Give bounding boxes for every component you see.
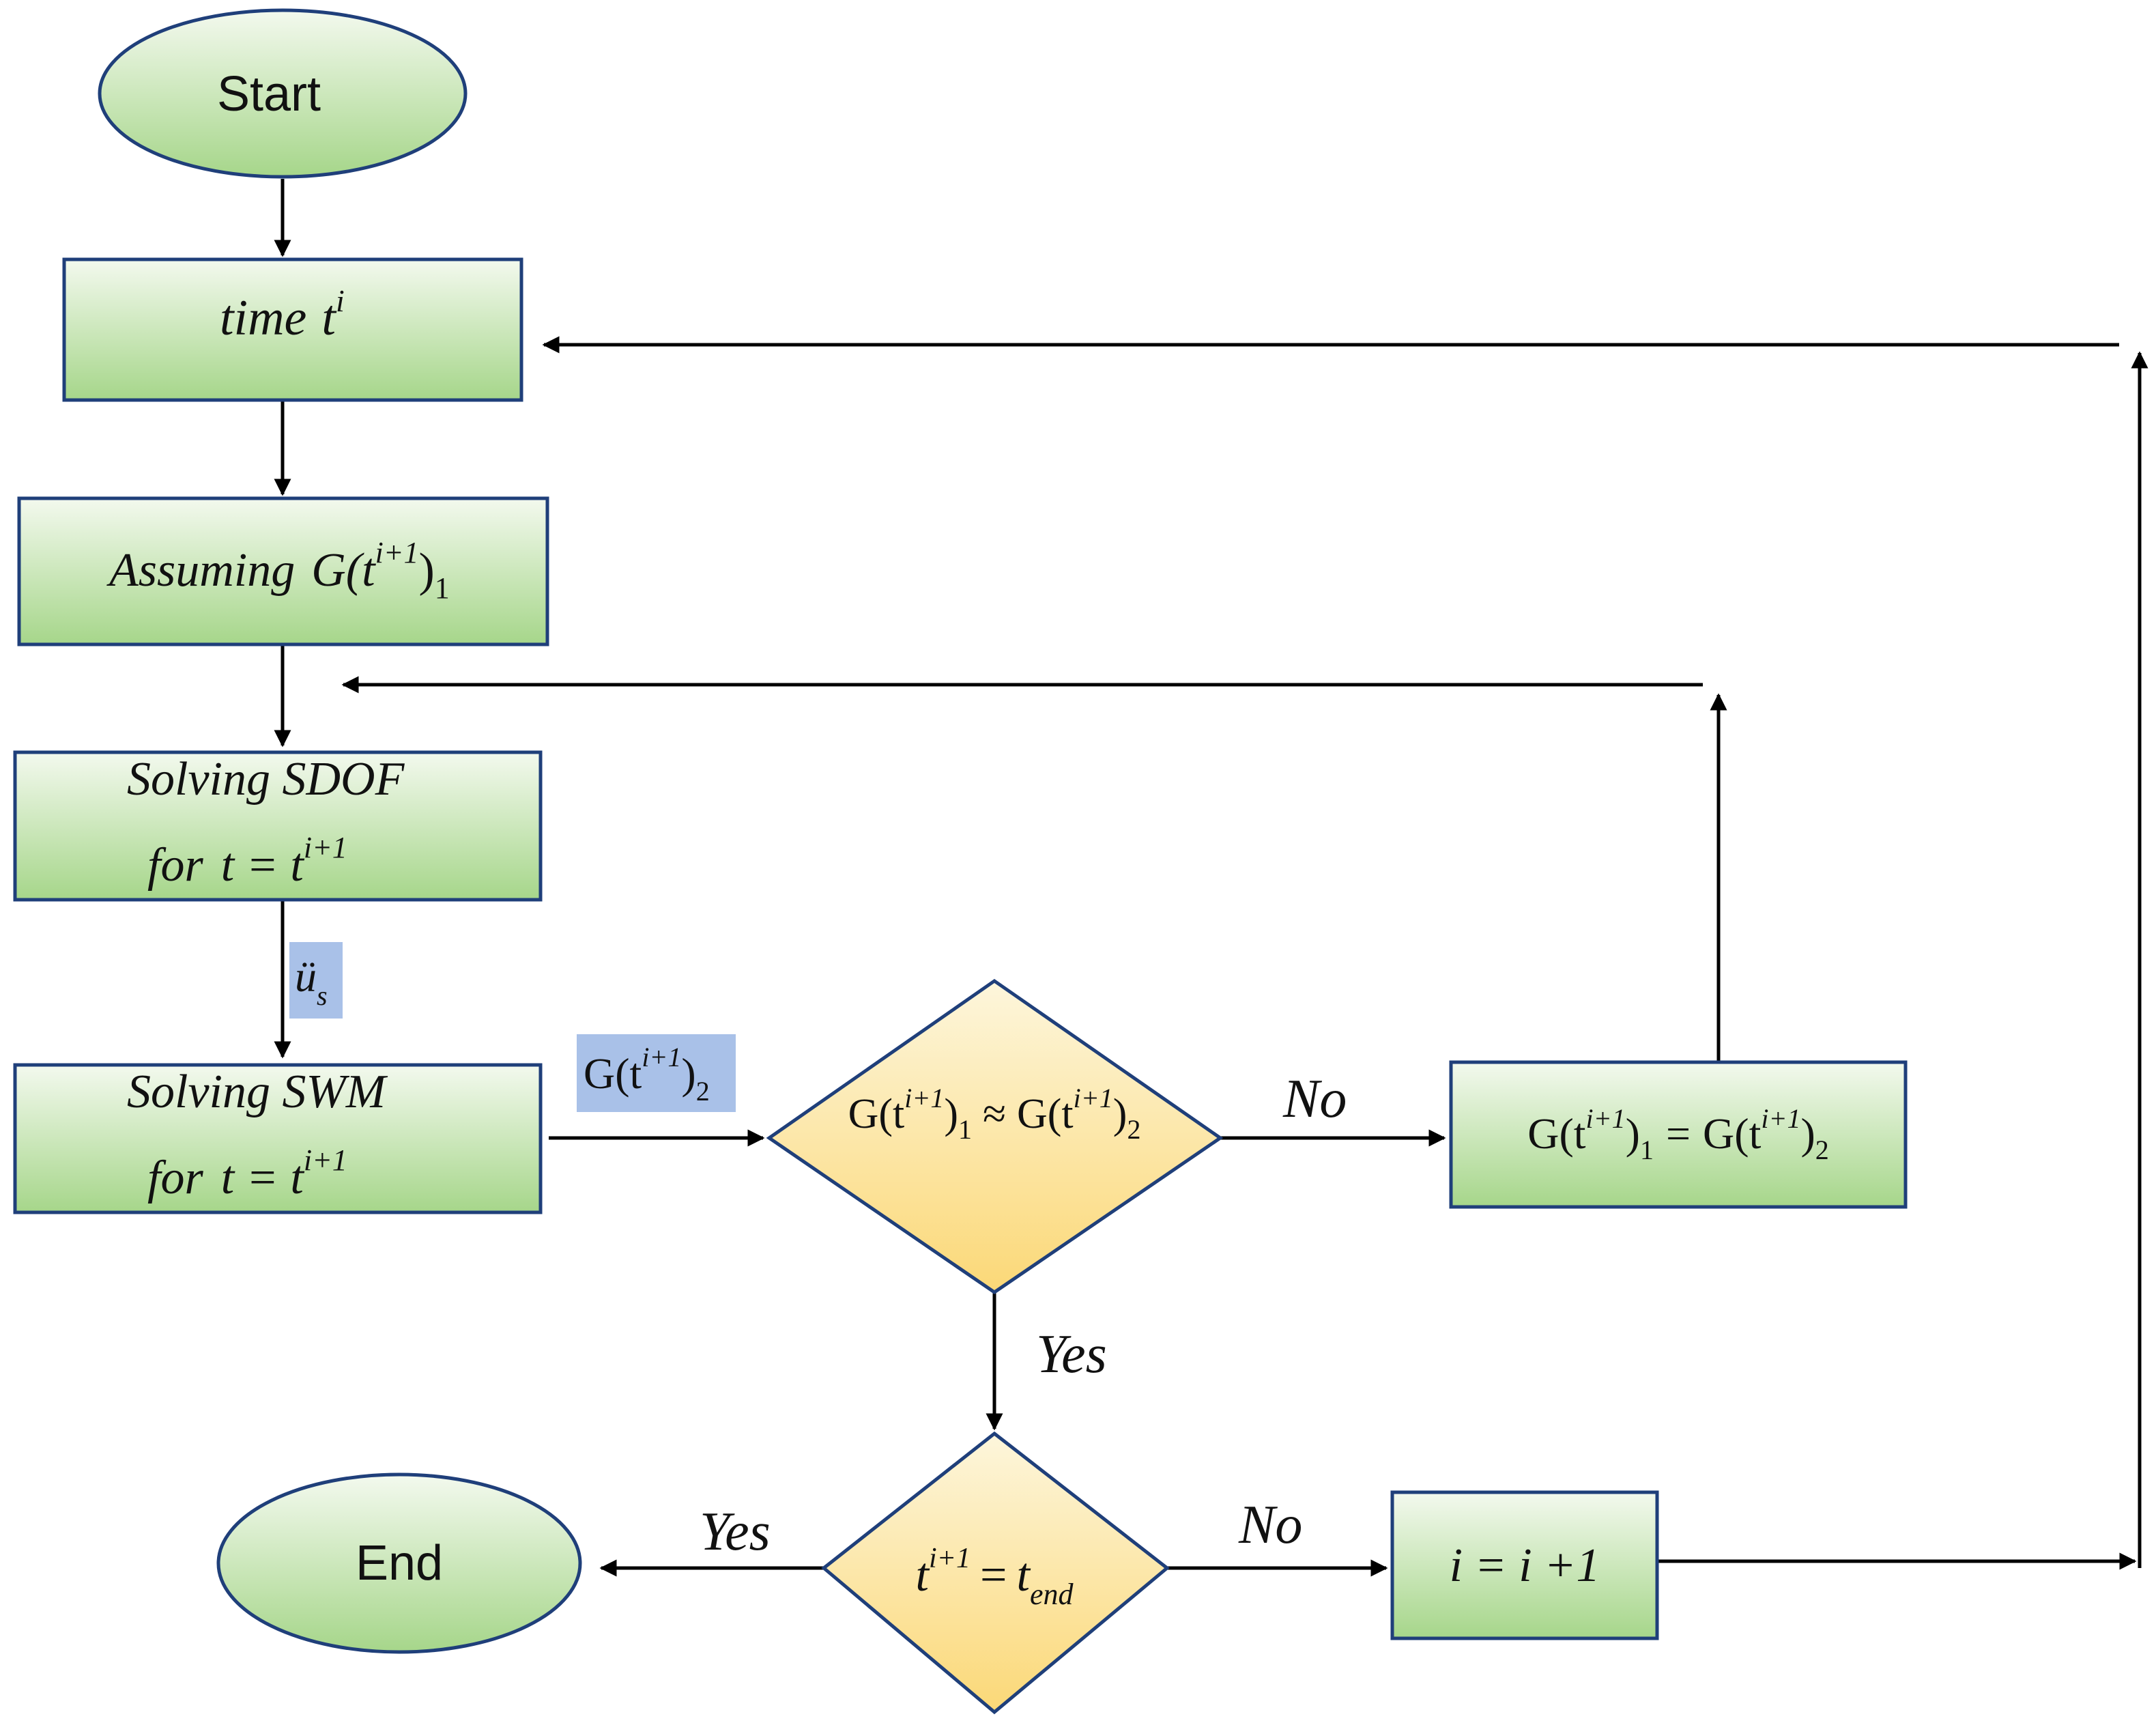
g2-tag: G(ti+1)2 [577, 1034, 736, 1112]
end-time-label: ti+1=tend [916, 1543, 1074, 1611]
increment-label: i = i +1 [1450, 1539, 1600, 1592]
end-no-label: No [1238, 1495, 1302, 1555]
edges [274, 179, 2148, 1577]
update-label: G(ti+1)1=G(ti+1)2 [1527, 1103, 1829, 1165]
end-time-decision: ti+1=tend [821, 1431, 1170, 1715]
acceleration-label: üs [295, 952, 328, 1011]
update-box: G(ti+1)1=G(ti+1)2 [1449, 1060, 1908, 1209]
start-label: Start [217, 67, 321, 122]
end-terminal: End [216, 1472, 582, 1654]
converge-no-label: No [1282, 1069, 1347, 1129]
g2-label: G(ti+1)2 [584, 1042, 710, 1107]
swm-line1: Solving SWM [127, 1066, 388, 1118]
end-label: End [356, 1536, 443, 1591]
start-terminal: Start [98, 8, 468, 179]
converge-yes-label: Yes [1036, 1324, 1107, 1384]
convergence-label: G(ti+1)1≈G(ti+1)2 [848, 1083, 1141, 1145]
increment-box: i = i +1 [1390, 1490, 1659, 1640]
sdof-line1: Solving SDOF [127, 753, 405, 806]
end-yes-label: Yes [700, 1502, 771, 1562]
convergence-decision: G(ti+1)1≈G(ti+1)2 [766, 978, 1224, 1295]
acceleration-tag: üs [289, 942, 343, 1019]
